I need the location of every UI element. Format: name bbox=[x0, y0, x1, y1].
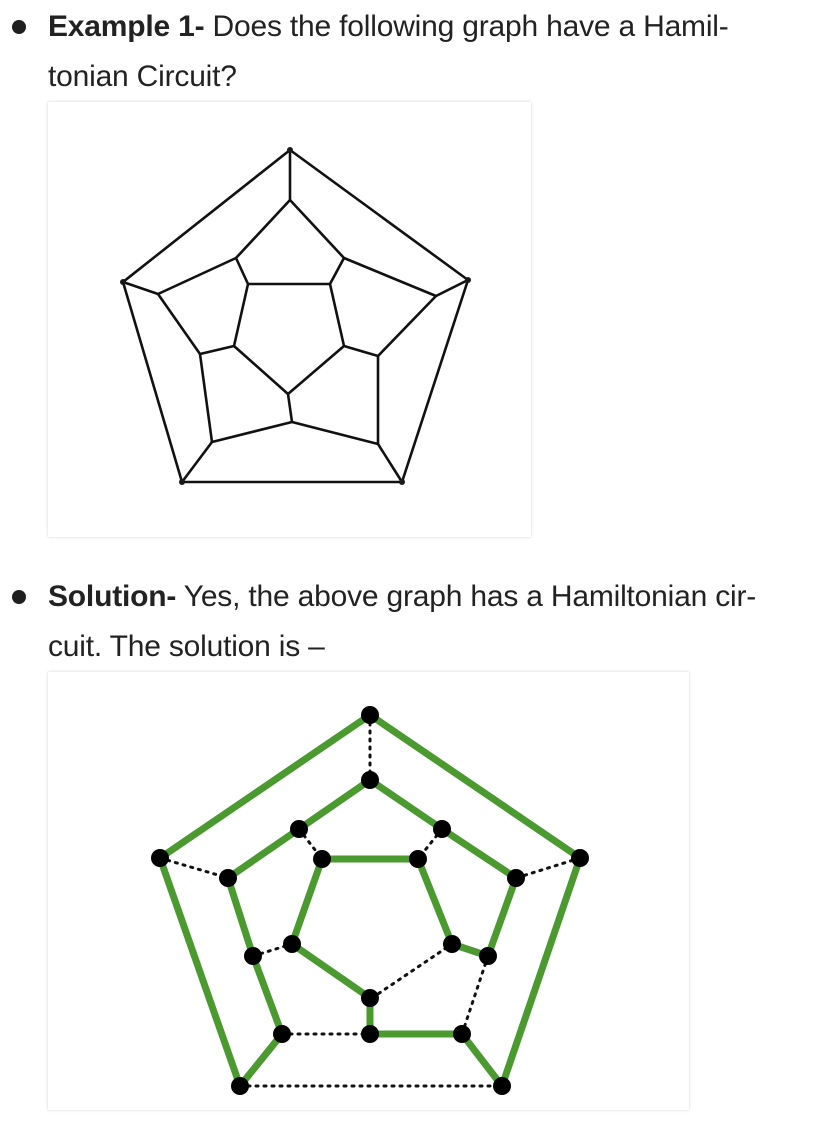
hamiltonian-circuit-graph bbox=[151, 706, 589, 1095]
vertex bbox=[273, 1025, 291, 1043]
vertex bbox=[219, 869, 237, 887]
solution-figure bbox=[48, 672, 689, 1110]
unused-edge bbox=[158, 856, 230, 880]
solution-text-line1: Yes, the above graph has a Hamiltonian c… bbox=[176, 580, 757, 613]
vertex bbox=[231, 1077, 249, 1095]
spoke bbox=[198, 344, 236, 356]
spoke bbox=[234, 256, 250, 286]
vertex bbox=[244, 947, 262, 965]
vertex bbox=[409, 850, 427, 868]
spoke bbox=[286, 392, 294, 424]
solution-text-line2: cuit. The solution is – bbox=[48, 630, 325, 663]
solution-label: Solution- bbox=[48, 580, 177, 613]
example-label: Example 1- bbox=[48, 10, 205, 43]
vertex bbox=[507, 869, 525, 887]
solution-paragraph: Solution- Yes, the above graph has a Ham… bbox=[48, 572, 808, 672]
vertex bbox=[453, 1025, 471, 1043]
unused-edge bbox=[370, 942, 454, 1000]
vertex bbox=[361, 771, 379, 789]
spoke bbox=[434, 278, 470, 298]
vertex bbox=[479, 947, 497, 965]
vertex bbox=[443, 935, 461, 953]
unused-edge bbox=[460, 954, 490, 1036]
bullet-icon bbox=[12, 20, 26, 34]
vertex bbox=[493, 1077, 511, 1095]
vertex bbox=[433, 820, 451, 838]
dodecahedron-graph bbox=[120, 147, 471, 485]
vertex bbox=[151, 849, 169, 867]
vertex bbox=[313, 850, 331, 868]
vertex bbox=[361, 1025, 379, 1043]
example-question-line2: tonian Circuit? bbox=[48, 60, 237, 93]
spoke bbox=[328, 256, 346, 286]
vertex bbox=[283, 935, 301, 953]
vertex bbox=[571, 849, 589, 867]
bullet-icon bbox=[12, 590, 26, 604]
vertex bbox=[120, 279, 126, 285]
vertex bbox=[179, 479, 185, 485]
unused-edge bbox=[514, 856, 582, 880]
spoke bbox=[180, 440, 214, 484]
vertex bbox=[361, 706, 379, 724]
middle-cycle bbox=[156, 198, 438, 446]
outer-pentagon bbox=[121, 148, 470, 484]
vertex bbox=[361, 989, 379, 1007]
example-paragraph: Example 1- Does the following graph have… bbox=[48, 2, 808, 102]
spoke bbox=[342, 344, 380, 358]
graph-figure bbox=[48, 102, 531, 537]
vertex bbox=[290, 820, 308, 838]
spoke bbox=[121, 280, 160, 296]
spoke bbox=[376, 442, 404, 484]
vertex bbox=[465, 277, 471, 283]
example-question-line1: Does the following graph have a Hamil- bbox=[204, 10, 729, 43]
inner-pentagon bbox=[232, 282, 346, 396]
vertex bbox=[399, 479, 405, 485]
vertex bbox=[287, 147, 293, 153]
